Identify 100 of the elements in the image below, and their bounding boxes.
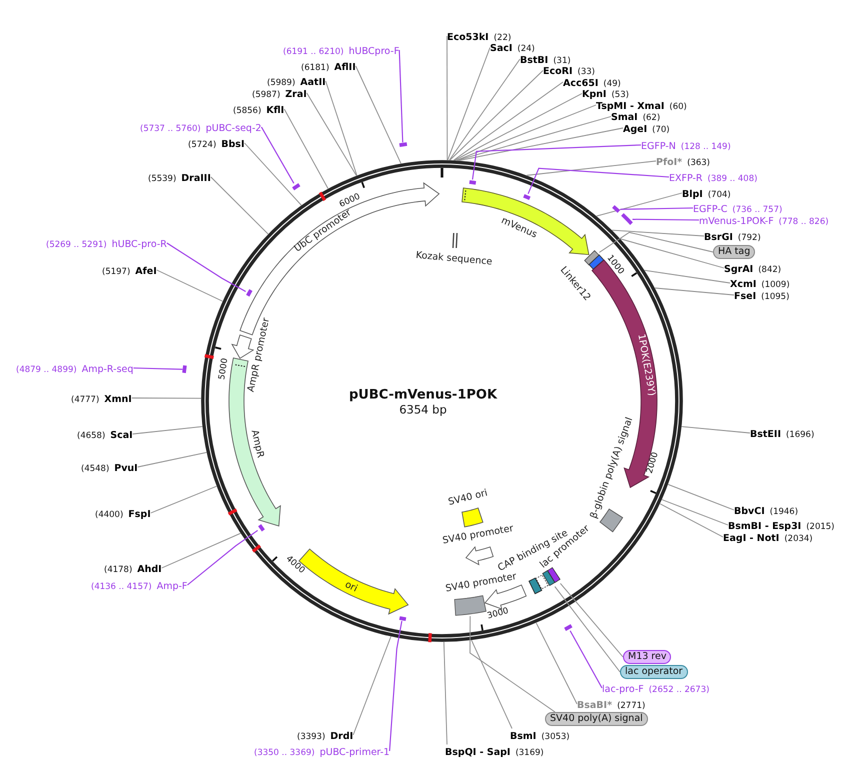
cut-position: (31) bbox=[553, 56, 571, 66]
primer-range: (5737 .. 5760) bbox=[140, 124, 201, 134]
enzyme-name: BsmBI - Esp3I bbox=[728, 520, 802, 532]
primer-name: Amp-F bbox=[156, 580, 188, 592]
cut-position: (1696) bbox=[786, 430, 814, 440]
leader-line bbox=[443, 642, 448, 745]
cut-position: (60) bbox=[669, 102, 687, 112]
leader-line bbox=[536, 622, 578, 704]
primer-range: (4879 .. 4899) bbox=[16, 364, 77, 374]
enzyme-name: PvuI bbox=[114, 462, 138, 474]
enzyme-name: DraIII bbox=[181, 172, 211, 184]
feature-block bbox=[542, 570, 556, 587]
enzyme-name: XcmI bbox=[730, 278, 756, 290]
leader-line bbox=[456, 116, 612, 161]
cut-position: (53) bbox=[611, 90, 629, 100]
cut-position: (2015) bbox=[806, 522, 834, 532]
leader-line bbox=[471, 640, 512, 729]
feature-block bbox=[546, 567, 560, 584]
leader-line bbox=[306, 92, 357, 176]
leader-line bbox=[132, 426, 203, 434]
enzyme-name: Acc65I bbox=[563, 78, 598, 88]
leader-line bbox=[644, 270, 730, 284]
leader-line bbox=[612, 230, 704, 236]
leader-line bbox=[620, 207, 693, 210]
primer-mark bbox=[620, 213, 632, 226]
primer-name: hUBC-pro-R bbox=[112, 238, 167, 250]
cut-position: (4178) bbox=[104, 564, 132, 574]
enzyme-name: PfoI* bbox=[656, 156, 682, 168]
feature-label: SV40 ori bbox=[447, 488, 489, 508]
primer-mark bbox=[523, 194, 531, 200]
leader-line bbox=[449, 70, 544, 161]
leader-line bbox=[554, 586, 620, 672]
enzyme-name: BspQI - SapI bbox=[445, 746, 510, 758]
leader-line bbox=[187, 530, 258, 586]
leader-line bbox=[446, 36, 448, 160]
enzyme-name: AgeI bbox=[623, 124, 648, 134]
leader-line bbox=[166, 242, 246, 292]
plasmid-size: 6354 bp bbox=[399, 404, 447, 416]
enzyme-name: XmnI bbox=[104, 394, 132, 404]
cut-position: (70) bbox=[652, 124, 670, 134]
leader-line bbox=[560, 582, 624, 658]
primer-range: (2652 .. 2673) bbox=[648, 684, 710, 694]
cut-position: (22) bbox=[494, 32, 512, 42]
leader-line bbox=[137, 452, 207, 468]
feature-tag: M13 rev bbox=[623, 650, 672, 664]
cut-position: (5197) bbox=[102, 266, 130, 276]
enzyme-name: BsrGI bbox=[704, 232, 733, 242]
primer-range: (736 .. 757) bbox=[732, 204, 782, 214]
enzyme-name: BsaBI* bbox=[577, 700, 612, 710]
enzyme-name: AfeI bbox=[135, 266, 157, 276]
enzyme-name: FseI bbox=[734, 290, 756, 302]
feature-tag: HA tag bbox=[713, 245, 756, 259]
primer-range: (389 .. 408) bbox=[708, 174, 758, 184]
cut-position: (5724) bbox=[188, 140, 216, 150]
feature-label: SV40 promoter bbox=[442, 524, 514, 546]
cut-position: (3053) bbox=[541, 732, 570, 742]
enzyme-name: ScaI bbox=[110, 430, 133, 440]
cut-position: (363) bbox=[687, 158, 710, 168]
primer-name: pUBC-seq-2 bbox=[206, 122, 262, 134]
primer-name: pUBC-primer-1 bbox=[320, 746, 390, 758]
feature-label: AmpR promoter bbox=[246, 317, 272, 393]
cut-position: (24) bbox=[517, 44, 535, 54]
cut-position: (1009) bbox=[761, 280, 790, 290]
enzyme-name: TspMI - XmaI bbox=[596, 100, 664, 112]
feature-label: SV40 promoter bbox=[444, 572, 518, 594]
leader-line bbox=[454, 93, 582, 161]
cut-position: (5989) bbox=[267, 78, 296, 88]
cut-position: (4658) bbox=[77, 430, 106, 440]
enzyme-name: BbvCI bbox=[734, 506, 765, 516]
primer-range: (4136 .. 4157) bbox=[91, 582, 152, 592]
leader-line bbox=[447, 47, 490, 161]
leader-line bbox=[456, 104, 596, 161]
enzyme-name: BsmI bbox=[510, 730, 536, 742]
cut-position: (1946) bbox=[770, 506, 798, 516]
leader-line bbox=[458, 128, 624, 162]
feature-tag: lac operator bbox=[620, 665, 688, 679]
cut-position: (4548) bbox=[81, 464, 110, 474]
enzyme-name: BbsI bbox=[221, 138, 244, 150]
enzyme-name: SacI bbox=[490, 43, 512, 54]
leader-line bbox=[470, 616, 556, 712]
scale-label: 5000 bbox=[218, 357, 230, 380]
cut-position: (792) bbox=[738, 232, 761, 242]
leader-line bbox=[156, 270, 224, 302]
cut-position: (704) bbox=[708, 190, 731, 200]
leader-line bbox=[472, 144, 642, 180]
feature-label: ori bbox=[343, 580, 359, 594]
primer-range: (778 .. 826) bbox=[778, 216, 829, 226]
leader-line bbox=[398, 50, 404, 142]
enzyme-name: KpnI bbox=[582, 89, 606, 100]
primer-mark bbox=[292, 183, 300, 191]
enzyme-name: AflII bbox=[334, 62, 356, 72]
leader-line bbox=[325, 80, 358, 176]
cut-position: (4777) bbox=[71, 394, 100, 404]
leader-line bbox=[526, 160, 656, 176]
leader-line bbox=[570, 630, 602, 688]
enzyme-name: BlpI bbox=[682, 188, 703, 200]
primer-name: EXFP-R bbox=[669, 172, 703, 184]
feature-label: Kozak sequence bbox=[415, 250, 493, 268]
cut-position: (6181) bbox=[301, 62, 330, 72]
enzyme-name: EagI - NotI bbox=[723, 532, 780, 544]
